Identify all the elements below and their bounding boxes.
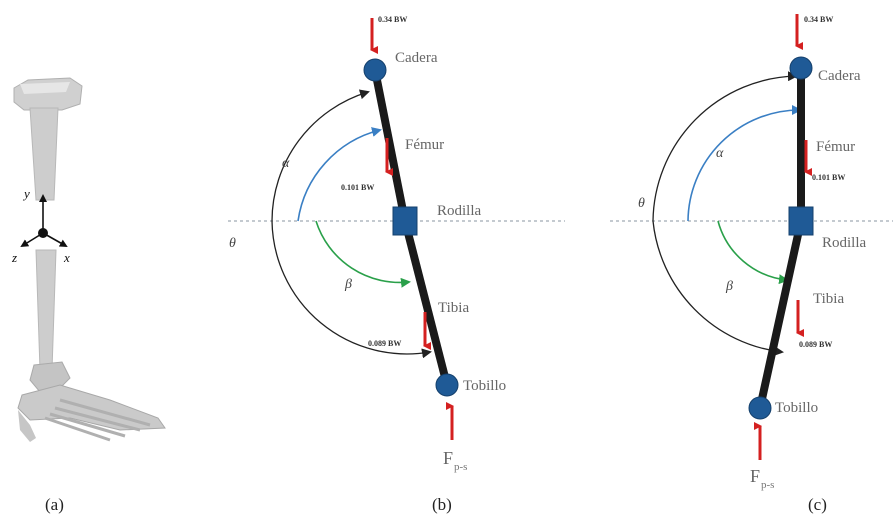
femur-segment xyxy=(371,69,409,222)
origin-dot xyxy=(38,228,48,238)
knee-label: Rodilla xyxy=(437,203,482,219)
knee-joint xyxy=(392,206,418,236)
ankle-label: Tobillo xyxy=(775,400,818,416)
caption-b: (b) xyxy=(432,495,452,514)
knee-label: Rodilla xyxy=(822,235,867,251)
reaction-force-label: F xyxy=(443,448,453,468)
hip-joint xyxy=(363,58,387,82)
ankle-joint xyxy=(748,396,772,420)
alpha-label: α xyxy=(282,156,290,171)
hip-label: Cadera xyxy=(818,68,861,84)
theta-arc-bottom xyxy=(652,220,784,357)
tibia-force-label: 0.089 BW xyxy=(799,340,832,349)
z-axis-label: z xyxy=(11,250,17,265)
beta-label: β xyxy=(725,279,733,294)
panel-b: 0.34 BW 0.101 BW 0.089 BW Cadera Fémur R… xyxy=(228,15,565,514)
caption-a: (a) xyxy=(45,495,64,514)
theta-arc-top xyxy=(652,71,798,222)
theta-label: θ xyxy=(229,236,236,251)
ankle-label: Tobillo xyxy=(463,378,506,394)
theta-arc-bottom xyxy=(271,220,432,359)
beta-arc xyxy=(717,220,789,285)
tibia-segment xyxy=(756,220,805,409)
hip-joint xyxy=(789,56,813,80)
panel-a: y x z (a) xyxy=(11,77,166,514)
alpha-label: α xyxy=(716,146,724,161)
theta-arc-top xyxy=(271,89,370,222)
coordinate-axes: y x z xyxy=(11,186,70,265)
leg-bone-illustration xyxy=(13,77,166,442)
femur-label: Fémur xyxy=(816,139,855,155)
hip-force-label: 0.34 BW xyxy=(378,15,407,24)
ankle-joint xyxy=(435,373,459,397)
reaction-force-label: F xyxy=(750,466,760,486)
panel-c: 0.34 BW 0.101 BW 0.089 BW Cadera Fémur R… xyxy=(610,14,893,514)
alpha-arc xyxy=(687,105,802,222)
femur-force-label: 0.101 BW xyxy=(812,173,845,182)
tibia-label: Tibia xyxy=(438,300,469,316)
reaction-force-subscript: p-s xyxy=(761,479,774,491)
y-axis-label: y xyxy=(22,186,30,201)
tibia-force-label: 0.089 BW xyxy=(368,339,401,348)
hip-label: Cadera xyxy=(395,50,438,66)
reaction-force-subscript: p-s xyxy=(454,461,467,473)
x-axis-label: x xyxy=(63,250,70,265)
alpha-arc xyxy=(297,127,382,222)
femur-force-label: 0.101 BW xyxy=(341,183,374,192)
femur-label: Fémur xyxy=(405,137,444,153)
hip-force-label: 0.34 BW xyxy=(804,15,833,24)
tibia-label: Tibia xyxy=(813,291,844,307)
beta-arc xyxy=(315,220,411,288)
theta-label: θ xyxy=(638,196,645,211)
knee-joint xyxy=(788,206,814,236)
tibia-segment xyxy=(401,220,451,386)
caption-c: (c) xyxy=(808,495,827,514)
beta-label: β xyxy=(344,277,352,292)
